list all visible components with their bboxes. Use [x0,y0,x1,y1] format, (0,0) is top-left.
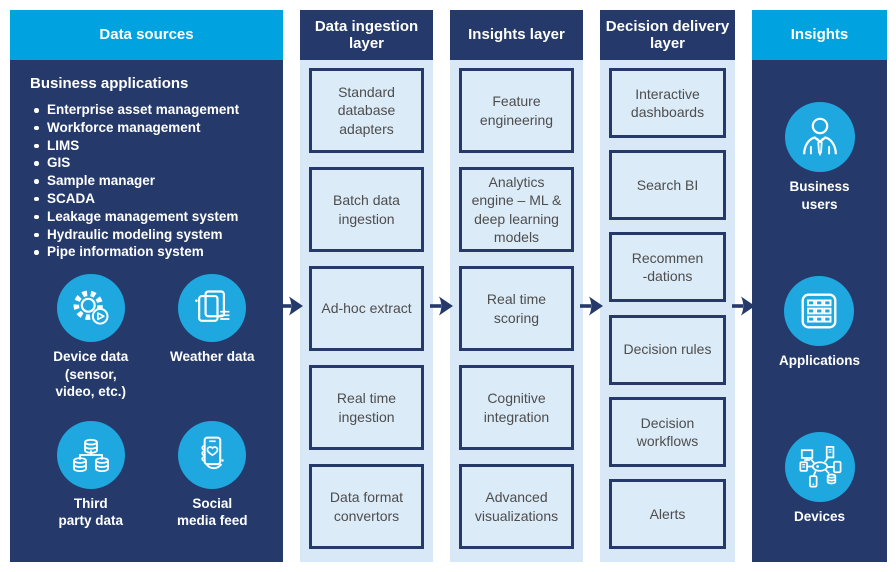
process-box-label: Feature engineering [479,93,554,128]
decision-delivery-boxes: Interactive dashboards Search BI Recomme… [600,60,735,562]
process-box-label: Analytics engine – ML & deep learning mo… [471,174,562,245]
social-media-feed-label: Social media feed [176,495,248,529]
process-box-label: Batch data ingestion [333,192,400,227]
process-box: Advanced visualizations [459,464,574,549]
process-box: Analytics engine – ML & deep learning mo… [459,167,574,252]
business-users-item: Business users [784,102,855,213]
list-item: SCADA [30,190,273,208]
column-data-ingestion-layer: Data ingestion layer Standard database a… [300,10,433,562]
data-source-icon-grid: Device data (sensor, video, etc.) Weathe… [30,274,273,530]
process-box: Decision workflows [609,396,726,467]
flow-arrow-icon [580,296,603,316]
list-item: Pipe information system [30,243,273,261]
business-applications-list: Enterprise asset management Workforce ma… [30,101,273,261]
process-box: Decision rules [609,314,726,385]
data-sources-body: Business applications Enterprise asset m… [10,60,283,562]
process-box-label: Advanced visualizations [474,489,559,524]
social-media-feed-item: Social media feed [176,420,248,530]
phone-heart-icon [178,420,247,489]
device-data-item: Device data (sensor, video, etc.) [53,274,128,401]
flow-gap [732,10,755,562]
process-box-label: Real time ingestion [336,390,397,425]
process-box-label: Standard database adapters [337,84,396,137]
list-item: Leakage management system [30,208,273,226]
flow-arrow-icon [280,296,303,316]
documents-icon [178,274,247,343]
process-box-label: Decision rules [623,341,712,358]
business-users-label: Business users [789,179,850,212]
data-sources-header: Data sources [10,10,283,60]
list-item: Workforce management [30,119,273,137]
decision-delivery-header: Decision delivery layer [600,10,735,60]
process-box: Real time ingestion [309,365,424,450]
data-ingestion-boxes: Standard database adapters Batch data in… [300,60,433,562]
process-box: Batch data ingestion [309,167,424,252]
process-box-label: Search BI [636,177,699,194]
list-item: Enterprise asset management [30,101,273,119]
process-box: Data format convertors [309,464,424,549]
list-item: Sample manager [30,172,273,190]
process-box: Standard database adapters [309,68,424,153]
process-box-label: Interactive dashboards [630,85,705,120]
list-item: Hydraulic modeling system [30,226,273,244]
flow-gap [280,10,303,562]
insights-body: Business users Applications [752,60,887,562]
process-box-label: Data format convertors [329,489,404,524]
column-insights-layer: Insights layer Feature engineering Analy… [450,10,583,562]
process-box-label: Cognitive integration [483,390,550,425]
weather-data-label: Weather data [169,349,255,365]
process-box-label: Alerts [649,505,686,522]
process-box: Search BI [609,150,726,221]
keypad-icon [784,276,855,346]
process-box-label: Ad-hoc extract [321,300,412,317]
column-decision-delivery-layer: Decision delivery layer Interactive dash… [600,10,735,562]
third-party-data-item: Third party data [56,420,125,530]
databases-icon [56,420,125,489]
applications-label: Applications [778,353,860,368]
process-box: Ad-hoc extract [309,266,424,351]
devices-item: Devices [784,432,855,526]
process-box: Feature engineering [459,68,574,153]
flow-arrow-icon [430,296,453,316]
weather-data-item: Weather data [170,274,255,366]
gear-play-icon [56,274,125,343]
data-ingestion-header: Data ingestion layer [300,10,433,60]
process-box-label: Decision workflows [636,414,699,449]
flow-gap [580,10,603,562]
applications-item: Applications [779,276,860,370]
list-item: LIMS [30,137,273,155]
process-box: Real time scoring [459,266,574,351]
flow-gap [430,10,453,562]
process-box-label: Recommen -dations [631,250,704,285]
process-box: Alerts [609,478,726,549]
insights-layer-boxes: Feature engineering Analytics engine – M… [450,60,583,562]
process-box: Recommen -dations [609,232,726,303]
devices-label: Devices [793,509,846,525]
insights-layer-header: Insights layer [450,10,583,60]
flow-arrow-icon [732,296,755,316]
person-icon [784,102,855,172]
column-data-sources: Data sources Business applications Enter… [10,10,283,562]
business-applications-heading: Business applications [30,75,189,92]
process-box-label: Real time scoring [486,291,547,326]
process-box: Interactive dashboards [609,68,726,138]
network-icon [784,432,855,503]
list-item: GIS [30,154,273,172]
column-insights: Insights Business users [752,10,887,562]
third-party-data-label: Third party data [58,495,124,529]
device-data-label: Device data (sensor, video, etc.) [53,349,129,400]
process-box: Cognitive integration [459,365,574,450]
insights-header: Insights [752,10,887,60]
